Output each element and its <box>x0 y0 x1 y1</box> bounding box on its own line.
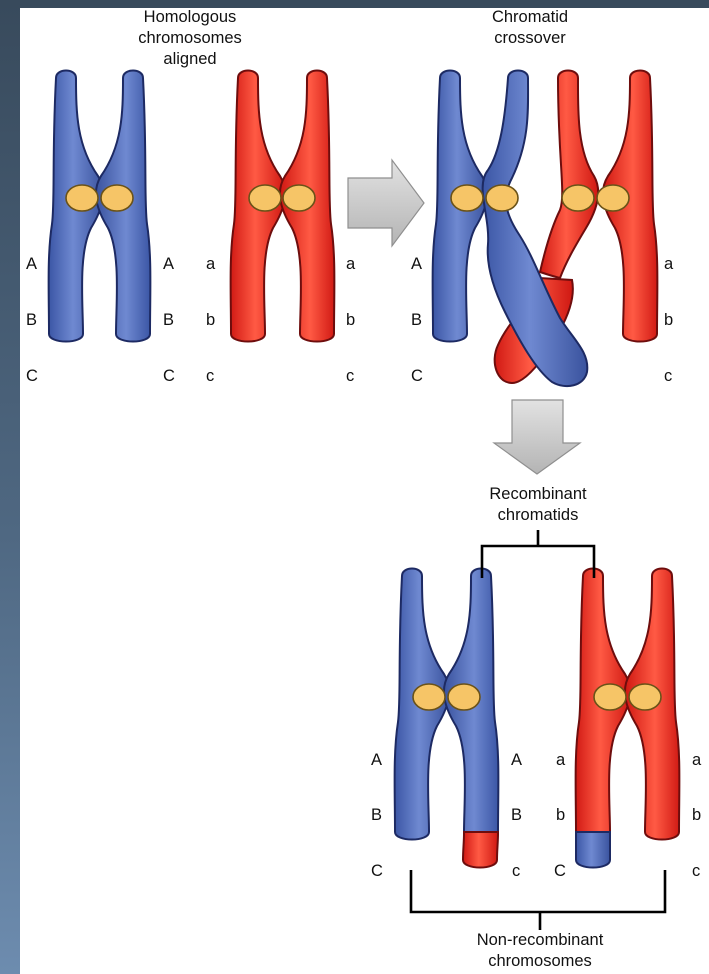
caption-recombinant-line1: Recombinant <box>489 485 587 503</box>
allele-label: A <box>371 751 382 769</box>
allele-label: a <box>692 751 702 769</box>
allele-label: C <box>26 367 38 385</box>
allele-label: C <box>411 367 423 385</box>
allele-label: c <box>206 367 214 385</box>
centromere <box>448 684 480 710</box>
allele-label: B <box>163 311 174 329</box>
caption-recombinant-line2: chromatids <box>498 506 579 524</box>
centromere <box>629 684 661 710</box>
allele-label: a <box>346 255 356 273</box>
allele-label: A <box>26 255 37 273</box>
non-recombinant-bracket <box>411 870 665 930</box>
red-chromosome-aligned <box>231 71 335 342</box>
chromatid <box>482 530 594 578</box>
centromere <box>486 185 518 211</box>
caption-crossover-line1: Chromatid <box>492 8 568 26</box>
centromere <box>249 185 281 211</box>
chromatid <box>540 71 598 279</box>
allele-label: C <box>371 862 383 880</box>
caption-homologous-line1: Homologous <box>144 8 237 26</box>
allele-label: a <box>664 255 674 273</box>
allele-label: A <box>511 751 522 769</box>
blue-chromosome-result <box>395 569 499 868</box>
blue-segment-on-red <box>576 832 610 868</box>
allele-label: C <box>163 367 175 385</box>
centromere <box>413 684 445 710</box>
allele-label: c <box>664 367 672 385</box>
allele-label: b <box>206 311 215 329</box>
allele-label: C <box>554 862 566 880</box>
centromere <box>283 185 315 211</box>
allele-label: a <box>556 751 566 769</box>
allele-label: B <box>411 311 422 329</box>
allele-label: c <box>346 367 354 385</box>
chromatid <box>411 870 665 930</box>
allele-label: c <box>512 862 520 880</box>
allele-label: b <box>664 311 673 329</box>
caption-nonrecombinant-line1: Non-recombinant <box>477 931 604 949</box>
allele-label: b <box>692 806 701 824</box>
caption-homologous-line3: aligned <box>163 50 216 68</box>
down-arrow <box>494 400 580 474</box>
allele-label: B <box>26 311 37 329</box>
centromere <box>562 185 594 211</box>
allele-label: b <box>346 311 355 329</box>
centromere <box>594 684 626 710</box>
caption-nonrecombinant-line2: chromosomes <box>488 952 592 970</box>
recombinant-bracket <box>482 530 594 578</box>
allele-label: B <box>371 806 382 824</box>
allele-label: B <box>511 806 522 824</box>
right-arrow <box>348 160 424 246</box>
centromere <box>597 185 629 211</box>
allele-label: b <box>556 806 565 824</box>
centromere <box>66 185 98 211</box>
allele-label: A <box>411 255 422 273</box>
red-segment-on-blue <box>463 832 498 868</box>
caption-crossover-line2: crossover <box>494 29 566 47</box>
allele-label: a <box>206 255 216 273</box>
red-chromosome-result <box>576 569 680 868</box>
blue-chromosome-aligned <box>49 71 151 342</box>
allele-label: A <box>163 255 174 273</box>
allele-label: c <box>692 862 700 880</box>
centromere <box>451 185 483 211</box>
caption-homologous-line2: chromosomes <box>138 29 242 47</box>
centromere <box>101 185 133 211</box>
